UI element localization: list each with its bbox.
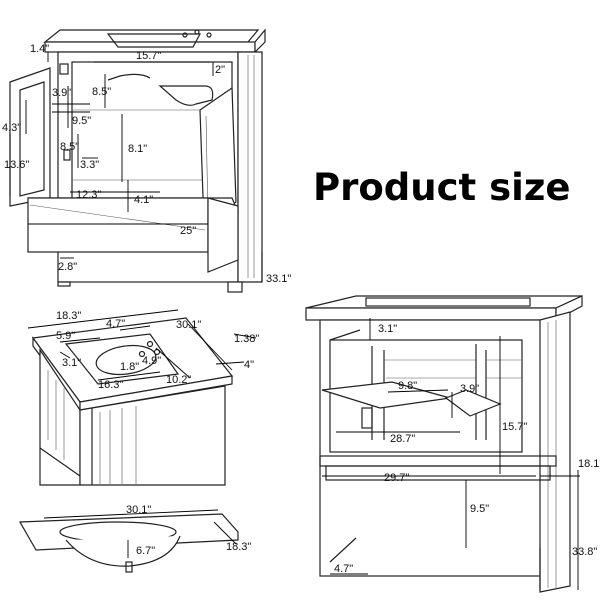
top-iso-view: 18.3" 4.7" 30.1" 1.38" 5.9" 3.1" 1.8" 4.… xyxy=(27,309,259,486)
dim-label: 3.3" xyxy=(80,159,99,171)
frame-side xyxy=(539,311,571,593)
door-hinge xyxy=(63,149,71,161)
dim-label: 33.8" xyxy=(572,546,597,558)
dim-label: 1.38" xyxy=(234,333,259,345)
dim-label: 18.3" xyxy=(226,541,251,553)
dim-label: 3.9" xyxy=(460,383,479,395)
dim-label: 9.8" xyxy=(398,380,417,392)
dim-label: 4.9" xyxy=(142,355,161,367)
leg xyxy=(57,281,71,287)
faucet-hole-icon xyxy=(138,350,146,358)
dim-label: 8.1" xyxy=(128,143,147,155)
dim-label: 9.5" xyxy=(470,503,489,515)
dim-label: 3.1" xyxy=(62,357,81,369)
drain-pipe xyxy=(107,73,214,106)
front-frame-view: 3.1" 9.8" 3.9" 28.7" 15.7" 29.7" 18.1" 9… xyxy=(305,295,600,593)
basin-bowl xyxy=(65,535,181,567)
dim-label: 29.7" xyxy=(384,472,409,484)
dim-label: 10.2" xyxy=(166,374,191,386)
frame-sink-slot xyxy=(365,297,531,307)
front-open-view: 1.4" 15.7" 2" 3.9" 8.5" 4.3" 9.5" 8.5" 1… xyxy=(2,28,291,293)
dim-label: 8.5" xyxy=(60,141,79,153)
bracket-icon xyxy=(361,407,373,429)
countertop-top xyxy=(43,29,260,43)
dim-label: 6.7" xyxy=(136,545,155,557)
basin-view: 30.1" 6.7" 18.3" xyxy=(18,504,251,573)
dim-label: 9.5" xyxy=(72,115,91,127)
dim-label: 30.1" xyxy=(176,319,201,331)
leg xyxy=(227,281,243,293)
dim-label: 4.7" xyxy=(334,563,353,575)
dim-label: 28.7" xyxy=(390,433,415,445)
dim-label: 33.1" xyxy=(266,273,291,285)
title: Product size xyxy=(313,166,570,209)
dim-label: 15.7" xyxy=(502,421,527,433)
cabinet-front xyxy=(79,385,226,486)
dim-label: 18.3" xyxy=(56,310,81,322)
dim-label: 1.8" xyxy=(120,361,139,373)
dim-label: 4" xyxy=(244,359,254,371)
right-door xyxy=(199,86,237,228)
dim-label: 12.3" xyxy=(76,189,101,201)
dim-label: 5.9" xyxy=(56,330,75,342)
sink-basin xyxy=(106,33,202,48)
dim-label: 4.7" xyxy=(106,318,125,330)
cabinet-side-panel xyxy=(237,51,263,283)
dim-label: 30.1" xyxy=(126,504,151,516)
dim-label: 8.5" xyxy=(92,86,111,98)
dim-label: 3.1" xyxy=(378,323,397,335)
faucet-hole-icon xyxy=(182,32,188,38)
drawer-front xyxy=(27,197,209,253)
dim-label: 3.9" xyxy=(52,87,71,99)
faucet-hole-icon xyxy=(146,340,154,348)
dim-label: 25" xyxy=(180,225,196,237)
dim-label: 18.1" xyxy=(578,458,600,470)
frame-inner xyxy=(329,339,523,453)
dim-label: 16.3" xyxy=(98,379,123,391)
dim-label: 2" xyxy=(215,64,225,76)
frame-countertop-edge xyxy=(305,307,557,321)
dim-label: 4.1" xyxy=(134,194,153,206)
door-hinge xyxy=(59,63,69,75)
frame-body xyxy=(319,319,557,577)
drawer-side xyxy=(207,197,239,273)
dim-label: 2.8" xyxy=(58,261,77,273)
faucet-hole-icon xyxy=(153,348,161,356)
dim-label: 13.6" xyxy=(4,159,29,171)
faucet-hole-icon xyxy=(194,29,200,35)
countertop-side xyxy=(254,28,266,54)
dim-label: 4.3" xyxy=(2,122,21,134)
faucet-hole-icon xyxy=(206,32,212,38)
dim-label: 1.4" xyxy=(30,43,49,55)
dim-label: 15.7" xyxy=(136,50,161,62)
basin-iso xyxy=(64,333,180,385)
